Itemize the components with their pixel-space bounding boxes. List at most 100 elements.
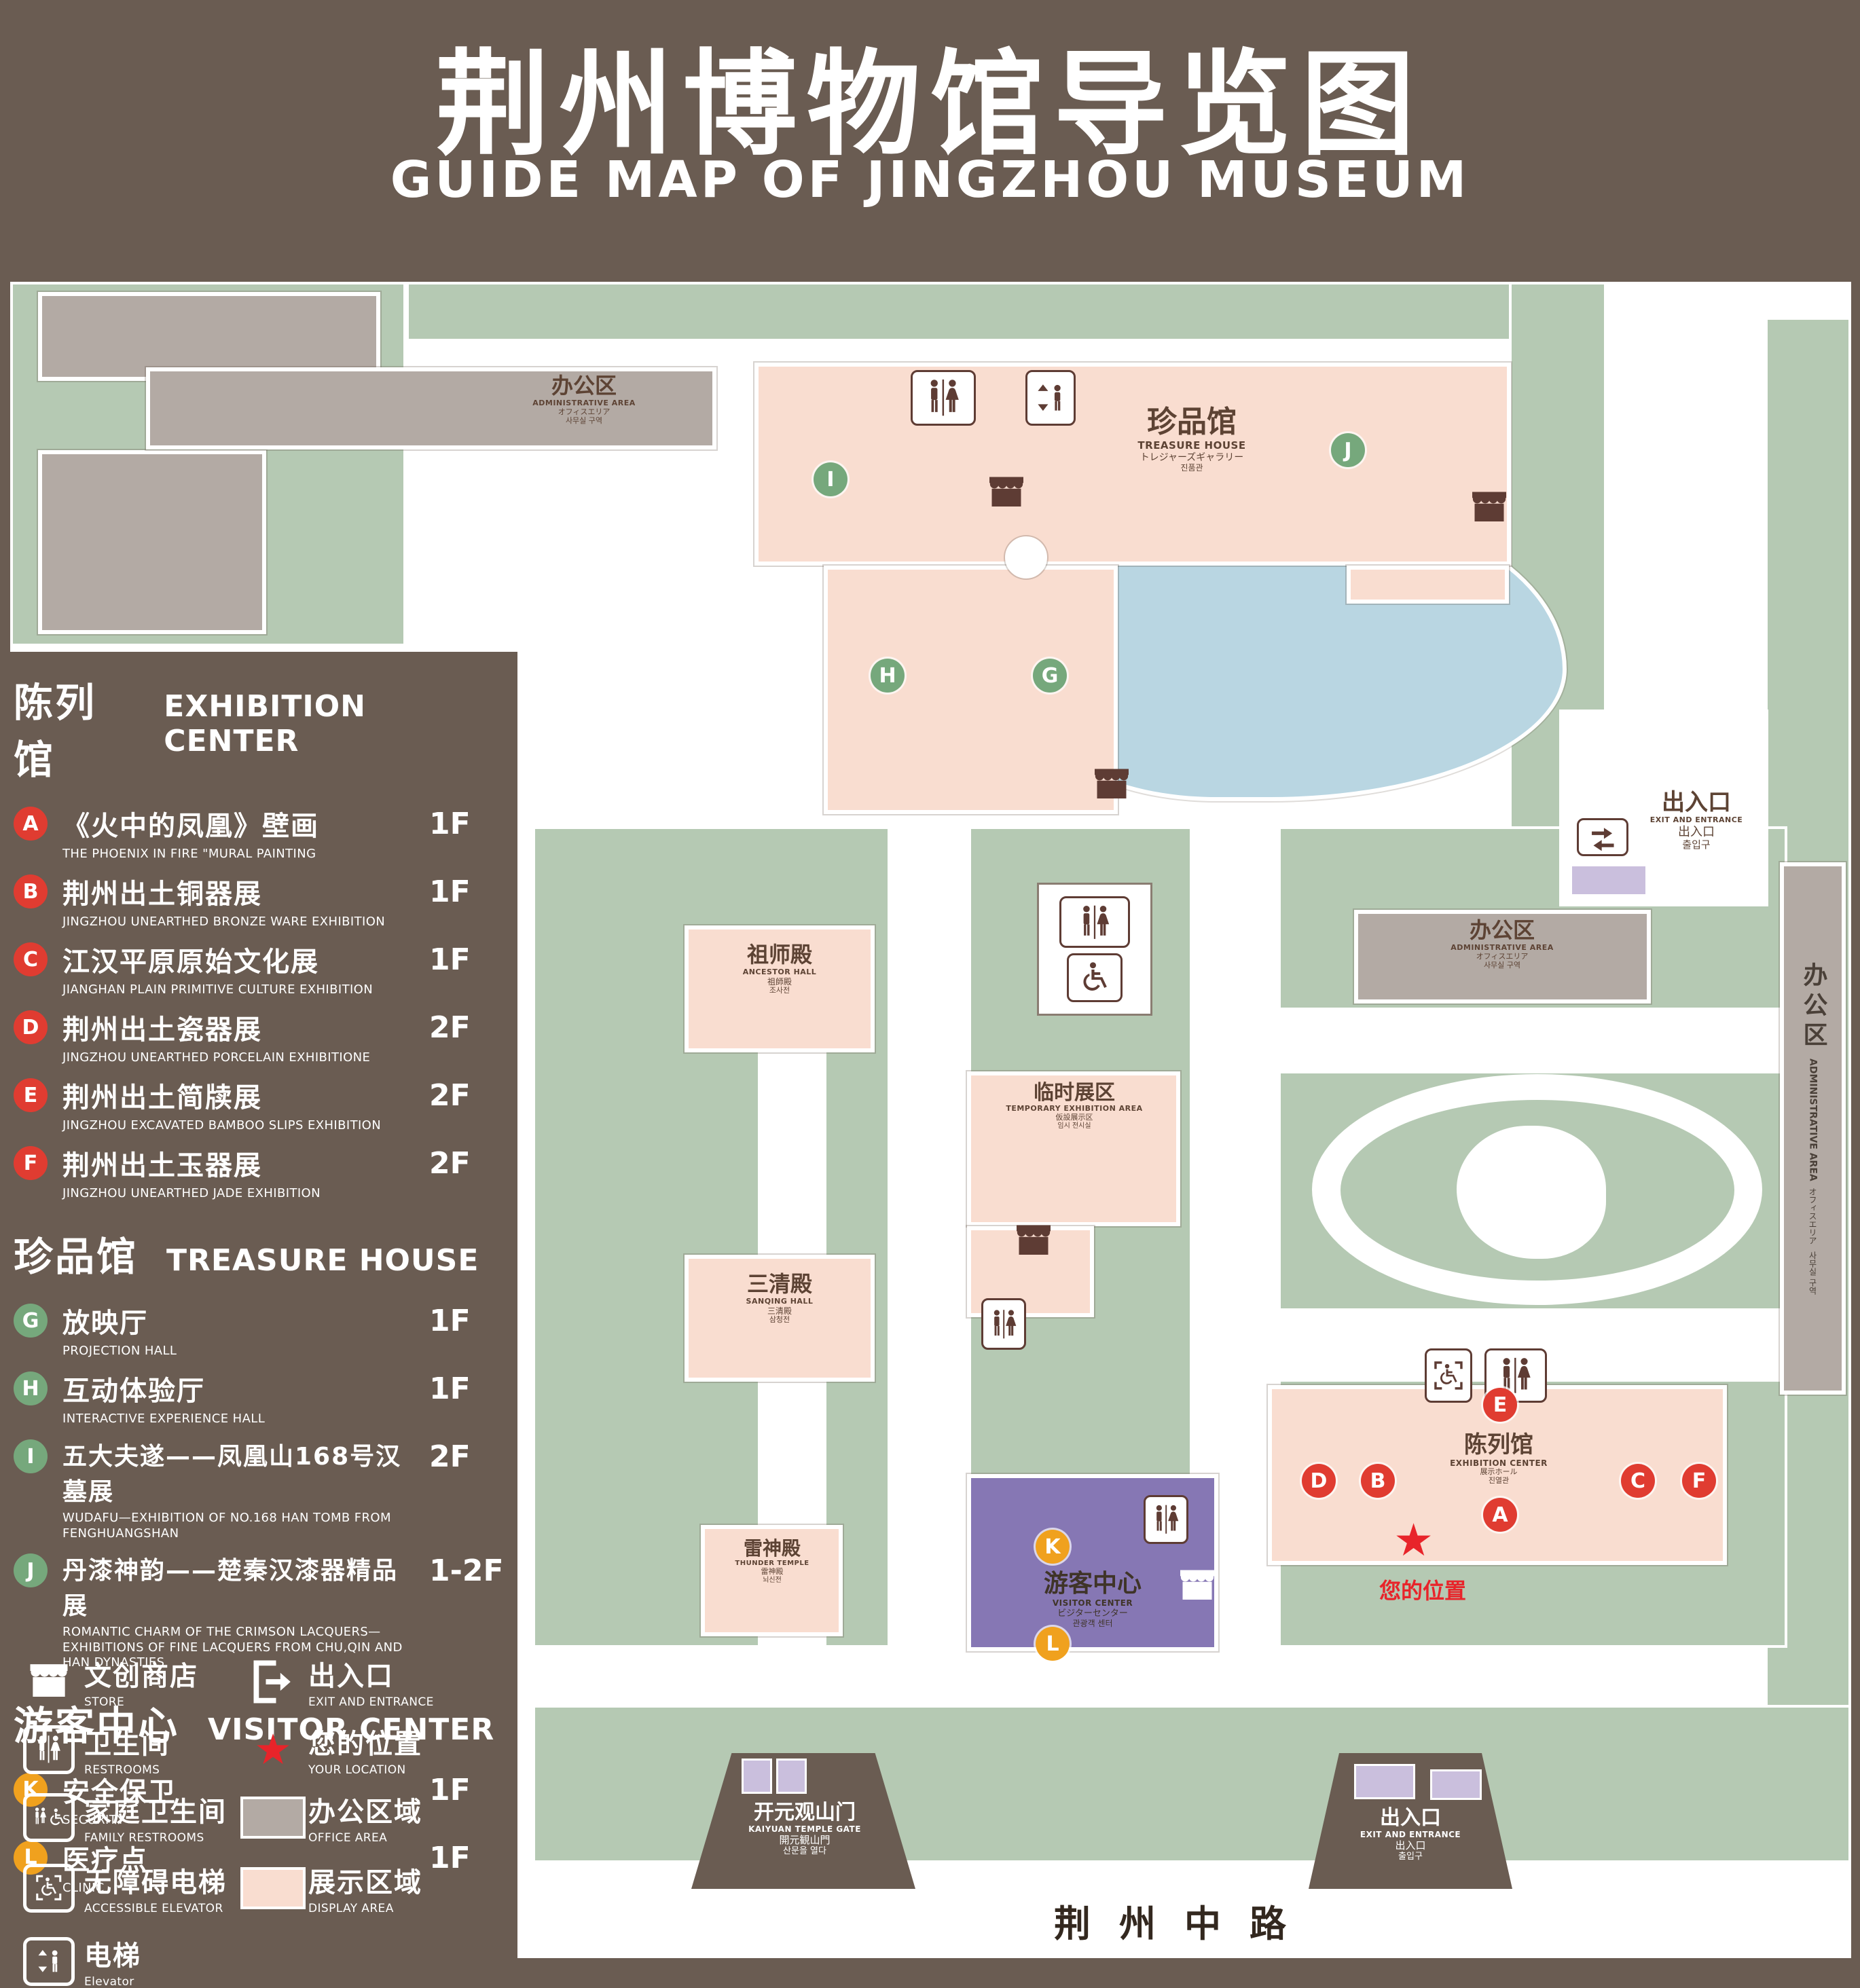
label-temporary-ja: 仮設展示区: [1055, 1113, 1093, 1122]
label-ancestor-hall-en: ANCESTOR HALL: [742, 967, 817, 976]
map-marker-i: I: [814, 462, 847, 496]
legend-item-en: PROJECTION HALL: [62, 1344, 177, 1358]
legend-item-e: E 荆州出土简牍展 JINGZHOU EXCAVATED BAMBOO SLIP…: [14, 1075, 505, 1134]
map-marker-d: D: [1302, 1464, 1336, 1498]
legend-item-b: B 荆州出土铜器展 JINGZHOU UNEARTHED BRONZE WARE…: [14, 872, 505, 930]
label-admin-top-en: ADMINISTRATIVE AREA: [532, 398, 636, 407]
legend-item-en: ROMANTIC CHARM OF THE CRIMSON LACQUERS—E…: [62, 1625, 403, 1670]
legend-item-en: JINGZHOU UNEARTHED PORCELAIN EXHIBITIONE: [62, 1050, 371, 1065]
restroom-icon: [911, 370, 976, 426]
building-restrooms: [1037, 883, 1152, 1016]
legend-key-accessible-elevator: 无障碍电梯 ACCESSIBLE ELEVATOR: [14, 1860, 227, 1915]
legend: 陈列馆 EXHIBITION CENTER A 《火中的凤凰》壁画 THE PH…: [14, 671, 505, 1906]
road-name: 荆州中路: [1054, 1902, 1315, 1945]
restroom-icon: [23, 1725, 75, 1774]
legend-key-en: YOUR LOCATION: [308, 1763, 406, 1777]
legend-badge-j: J: [14, 1553, 48, 1587]
map-marker-k: K: [1036, 1530, 1070, 1564]
label-treasure-house-en: TREASURE HOUSE: [1137, 439, 1246, 452]
location-star-icon: ★: [254, 1724, 292, 1774]
legend-item-floor: 1F: [429, 807, 471, 841]
restroom-icon: [1059, 896, 1130, 948]
label-treasure-house: 珍品馆 TREASURE HOUSE トレジャーズギャラリー 진품관: [1056, 405, 1328, 473]
label-kaiyuan-gate: 开元观山门 KAIYUAN TEMPLE GATE 開元観山門 산문을 열다: [693, 1801, 917, 1857]
your-location-star-icon: ★: [1393, 1514, 1434, 1566]
exit-icon: [247, 1657, 299, 1706]
office-area-swatch: [240, 1796, 306, 1839]
legend-item-zh: 《火中的凤凰》壁画: [62, 811, 319, 842]
legend-item-en: SECURITY: [62, 1812, 125, 1827]
legend-heading-en: EXHIBITION CENTER: [164, 689, 366, 758]
east-entrance-block: [1569, 864, 1648, 897]
grounds-top-strip: [406, 282, 1607, 342]
legend-badge-d: D: [14, 1010, 48, 1044]
label-admin-mid-zh: 办公区: [1469, 917, 1535, 943]
road: 荆州中路: [517, 1882, 1851, 1958]
gate-entrance-block: [776, 1759, 807, 1794]
label-thunder-temple: 雷神殿 THUNDER TEMPLE 雷神殿 뇌신전: [708, 1537, 837, 1585]
building-thunder-temple: [701, 1525, 843, 1636]
label-temporary-zh: 临时展区: [1034, 1081, 1115, 1105]
label-ancestor-hall-ko: 조사전: [769, 985, 790, 995]
legend-item-floor: 1-2F: [429, 1553, 504, 1588]
legend-key-en: FAMILY RESTROOMS: [84, 1831, 204, 1845]
label-temporary-exhibition: 临时展区 TEMPORARY EXHIBITION AREA 仮設展示区 임시 …: [974, 1081, 1175, 1130]
building-admin-right: [1780, 862, 1846, 1395]
label-ancestor-hall-zh: 祖师殿: [746, 942, 812, 968]
gate-entrance-block: [742, 1759, 772, 1794]
label-admin-top-ja: オフィスエリア: [558, 407, 610, 416]
legend-item-c: C 江汉平原原始文化展 JIANGHAN PLAIN PRIMITIVE CUL…: [14, 940, 505, 998]
map-marker-f: F: [1682, 1464, 1716, 1498]
legend-key-family-restrooms: 家庭卫生间 FAMILY RESTROOMS: [14, 1790, 227, 1845]
legend-item-z h: 荆州出土玉器展: [62, 1150, 262, 1181]
map-marker-h: H: [871, 659, 905, 693]
label-sanqing-hall: 三清殿 SANQING HALL 三清殿 삼청전: [695, 1271, 864, 1325]
legend-item-zh: 五大夫遂——凤凰山168号汉墓展: [62, 1443, 402, 1506]
legend-item-zh: 江汉平原原始文化展: [62, 946, 319, 978]
label-admin-top: 办公区 ADMINISTRATIVE AREA オフィスエリア 사무실 구역: [469, 373, 699, 426]
legend-key-zh: 文创商店: [84, 1661, 198, 1692]
legend-key-zh: 办公区域: [308, 1797, 422, 1828]
label-sanqing-ja: 三清殿: [767, 1306, 792, 1316]
legend-key-exit: 出入口 EXIT AND ENTRANCE: [238, 1654, 434, 1709]
label-gate-zh: 开元观山门: [754, 1801, 856, 1824]
legend-section-visitor-center: 游客中心 VISITOR CENTER: [14, 1694, 505, 1751]
label-exhibition-en: EXHIBITION CENTER: [1450, 1458, 1548, 1469]
label-sanqing-ko: 삼청전: [769, 1314, 790, 1324]
legend-badge-h: H: [14, 1372, 48, 1405]
label-admin-right-en: ADMINISTRATIVE AREA: [1807, 1058, 1819, 1181]
map-marker-b: B: [1361, 1464, 1395, 1498]
label-sanqing-zh: 三清殿: [746, 1271, 812, 1297]
map-marker-g: G: [1033, 659, 1067, 693]
legend-key-en: DISPLAY AREA: [308, 1902, 394, 1915]
legend-item-i: I 五大夫遂——凤凰山168号汉墓展 WUDAFU—EXHIBITION OF …: [14, 1437, 505, 1541]
legend-item-zh: 荆州出土瓷器展: [62, 1014, 262, 1046]
legend-item-d: D 荆州出土瓷器展 JINGZHOU UNEARTHED PORCELAIN E…: [14, 1008, 505, 1066]
building-sanqing-hall: [685, 1255, 875, 1382]
legend-item-en: THE PHOENIX IN FIRE "MURAL PAINTING: [62, 847, 316, 861]
legend-badge-c: C: [14, 942, 48, 976]
label-visitor-ja: ビジターセンター: [1057, 1608, 1128, 1619]
legend-item-en: JINGZHOU UNEARTHED JADE EXHIBITION: [62, 1186, 321, 1200]
legend-item-zh: 安全保卫: [62, 1776, 177, 1808]
legend-key-en: RESTROOMS: [84, 1763, 160, 1777]
legend-item-floor: 1F: [429, 942, 471, 977]
label-south-exit-zh: 出入口: [1380, 1806, 1441, 1830]
label-admin-mid-ko: 사무실 구역: [1483, 960, 1521, 970]
building-visitor-center: [967, 1474, 1218, 1651]
elevator-icon: [1025, 370, 1076, 426]
label-exhibition-ko: 진열관: [1488, 1476, 1510, 1486]
label-east-exit-ja: 出入口: [1678, 825, 1715, 840]
south-entrance-block: [1354, 1764, 1415, 1799]
exit-arrows-icon: [1577, 818, 1628, 856]
legend-key-display-area: 展示区域 DISPLAY AREA: [238, 1860, 422, 1915]
legend-item-f: F 荆州出土玉器展 JINGZHOU UNEARTHED JADE EXHIBI…: [14, 1143, 505, 1202]
path-right-horizontal-1: [1278, 1008, 1787, 1073]
legend-item-floor: 2F: [429, 1078, 471, 1113]
label-east-exit-ko: 출입구: [1682, 839, 1711, 851]
label-gate-ja: 開元観山門: [779, 1833, 831, 1846]
legend-key-zh: 展示区域: [308, 1867, 422, 1898]
legend-item-j: J 丹漆神韵——楚秦汉漆器精品展 ROMANTIC CHARM OF THE C…: [14, 1551, 505, 1671]
label-exhibition-zh: 陈列馆: [1464, 1431, 1533, 1458]
building-treasure-house: [754, 363, 1511, 566]
